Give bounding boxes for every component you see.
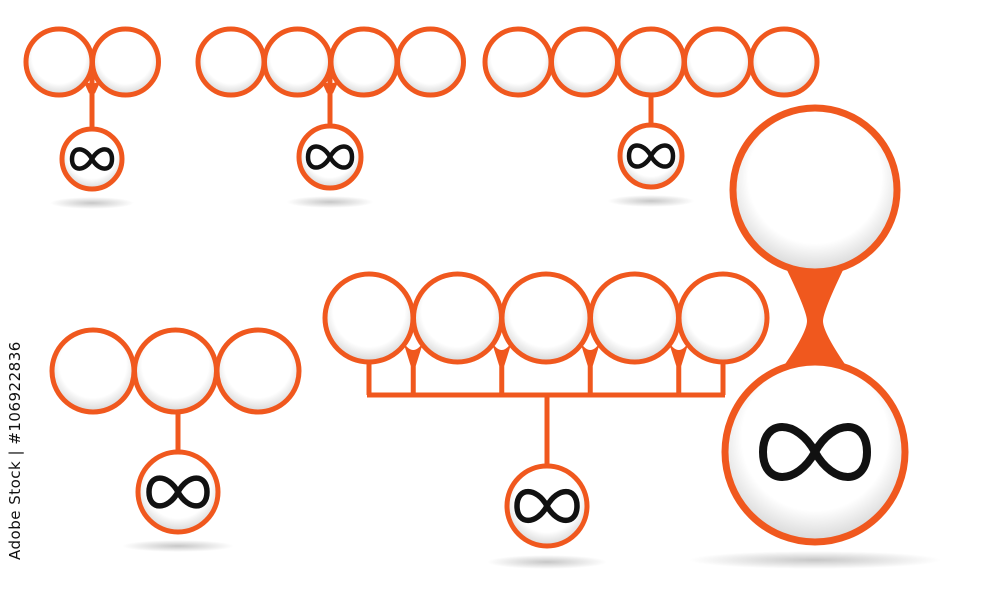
shadow-layer [50,195,941,569]
diagram-layer [23,26,909,549]
top-circle [328,26,400,98]
bracket-drop [403,342,424,395]
stock-watermark-id: Adobe Stock | #106922836 [6,341,24,560]
top-circle [132,327,219,415]
stock-watermark-text: Adobe Stock | #106922836 [6,341,24,560]
bracket-drop [491,342,512,395]
floor-shadow [607,195,695,207]
diagram-five-circle-top [482,26,820,190]
connector-stem [648,62,654,156]
connector-stem [327,62,333,157]
top-circle [549,26,620,98]
top-circle [90,26,161,98]
top-circle [482,26,554,98]
diagram-three-circle [49,327,302,535]
top-circle [262,26,333,98]
connector-neck [781,266,849,370]
top-circle [49,327,137,415]
infinity-icon [305,144,355,170]
diagram-five-circle-bracket [322,271,770,549]
top-circle [499,271,593,365]
top-circle [23,26,95,98]
floor-shadow [122,540,234,552]
top-circle [682,26,753,98]
top-circle [214,327,302,415]
bracket-drop [366,358,372,395]
connector-stem [544,395,550,506]
bracket-drop [668,342,689,395]
top-circle [195,26,267,98]
infinity-icon [146,475,210,509]
infinity-icon [626,143,676,169]
bracket-drop [580,342,601,395]
floor-shadow [50,197,134,209]
diagram-four-circle [195,26,466,191]
connector-stem [175,371,181,492]
infinity-icon [759,423,871,481]
top-circle [615,26,687,98]
diagram-two-circle [23,26,161,192]
top-circle [322,271,416,365]
top-circle [395,26,466,98]
connector-flare [83,80,101,94]
infinity-icon [514,488,580,524]
top-circle [676,271,770,365]
infinity-icon [69,147,115,171]
top-circle [411,271,504,365]
bracket-drop [720,358,726,395]
connector-stem [89,62,95,159]
floor-shadow [286,196,374,208]
top-circle [588,271,681,365]
floor-shadow [689,551,941,569]
top-circle [748,26,820,98]
top-circle [729,104,901,276]
diagram-large-vertical [721,104,909,546]
floor-shadow [487,555,607,569]
